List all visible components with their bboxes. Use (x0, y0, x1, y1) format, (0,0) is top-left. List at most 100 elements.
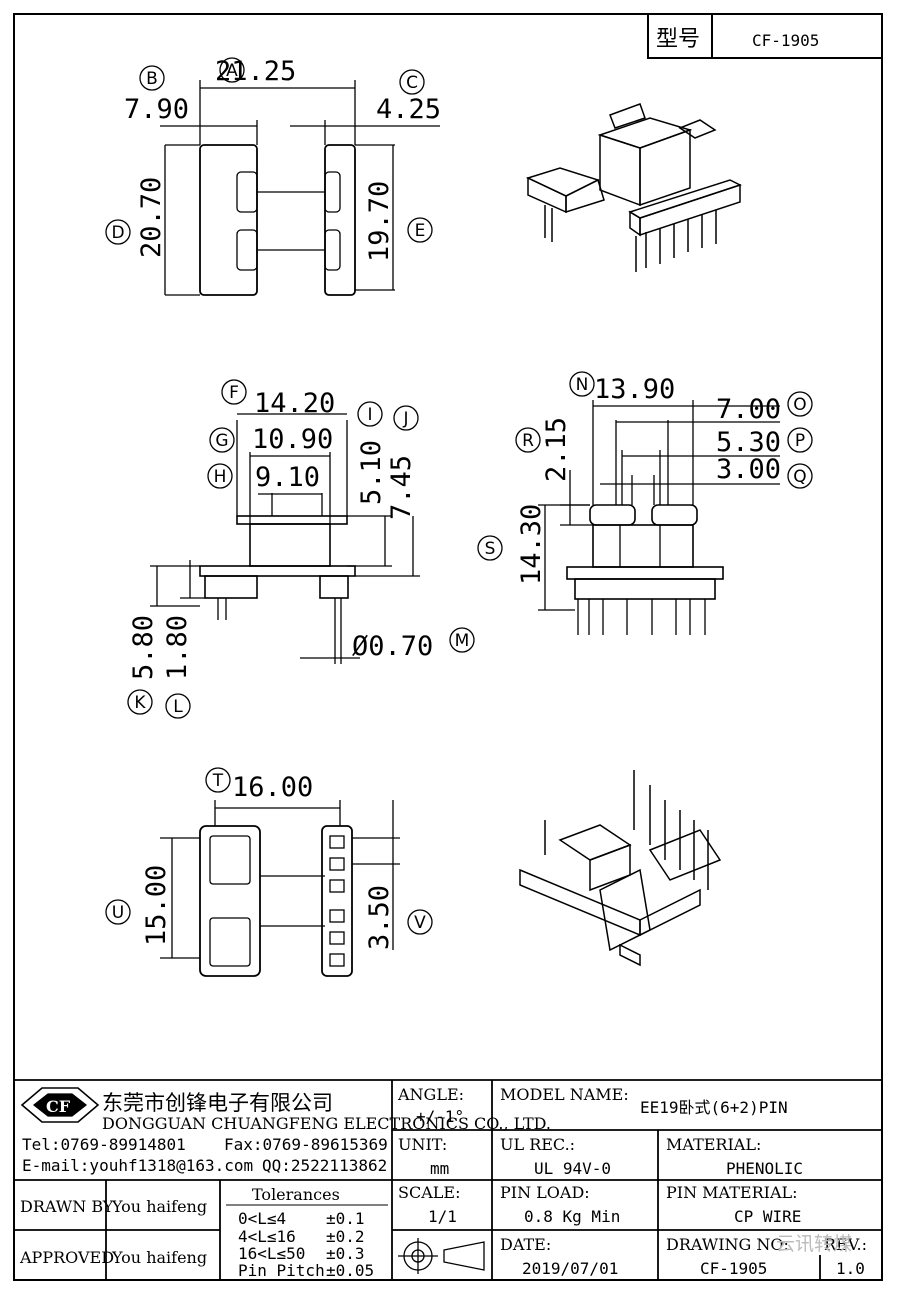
dim-O: 7.00 (716, 394, 781, 425)
pin-load-label: PIN LOAD: (500, 1183, 590, 1202)
marker-circle-u (105, 899, 131, 925)
unit-value: mm (430, 1159, 449, 1178)
dim-D: 20.70 (136, 177, 167, 258)
company-fax: Fax:0769-89615369 (224, 1135, 388, 1154)
company-logo (20, 1087, 100, 1123)
marker-letter-p: P (795, 431, 805, 451)
marker-circle-j (393, 405, 419, 431)
marker-circle-o (787, 391, 813, 417)
drawing-no-label: DRAWING NO: (666, 1235, 789, 1254)
watermark: 云讯转煤 (776, 1233, 852, 1255)
marker-letter-g: G (215, 431, 228, 451)
dim-Q: 3.00 (716, 454, 781, 485)
marker-circle-b (139, 65, 165, 91)
drawing-no-value: CF-1905 (700, 1259, 767, 1278)
marker-letter-l: L (173, 697, 183, 717)
company-email: E-mail:youhf1318@163.com (22, 1156, 253, 1175)
scale-label: SCALE: (398, 1183, 460, 1202)
marker-letter-m: M (455, 631, 470, 651)
ul-label: UL REC.: (500, 1135, 575, 1154)
side-view (150, 413, 420, 664)
tol-range-1: 0<L≤4 (238, 1209, 286, 1228)
title-block-lines (14, 1079, 882, 1280)
dim-S: 14.30 (516, 504, 547, 585)
marker-circle-e (407, 217, 433, 243)
iso-view-bottom (519, 770, 722, 967)
dim-R: 2.15 (541, 417, 572, 482)
marker-letter-v: V (414, 913, 426, 933)
header-model-label: 型号 (656, 27, 700, 52)
rev-value: 1.0 (836, 1259, 865, 1278)
marker-letter-s: S (485, 539, 496, 559)
marker-circle-t (205, 767, 231, 793)
dim-G: 10.90 (252, 424, 333, 455)
marker-letter-u: U (112, 903, 124, 923)
logo-text: CF (46, 1097, 71, 1116)
angle-label: ANGLE: (397, 1085, 464, 1104)
marker-circle-l (165, 693, 191, 719)
angle-value: +/-1° (416, 1107, 464, 1126)
dim-P: 5.30 (716, 427, 781, 458)
model-name-value: EE19卧式(6+2)PIN (640, 1098, 788, 1117)
marker-letter-a: A (226, 61, 238, 81)
material-label: MATERIAL: (666, 1135, 761, 1154)
drawing-frame (13, 13, 883, 1281)
date-label: DATE: (500, 1235, 551, 1254)
tol-value-3: ±0.3 (326, 1244, 365, 1263)
approved-label: APPROVED (19, 1248, 114, 1267)
approved-value: You haifeng (111, 1248, 207, 1267)
marker-letter-f: F (229, 383, 239, 403)
marker-circle-i (357, 401, 383, 427)
marker-circle-m (449, 627, 475, 653)
rev-label: REV.: (824, 1235, 867, 1254)
drawn-by-value: You haifeng (111, 1197, 207, 1216)
marker-circle-v (407, 909, 433, 935)
marker-circle-f (221, 379, 247, 405)
marker-circle-h (207, 463, 233, 489)
header-box (647, 13, 883, 59)
marker-letter-t: T (212, 771, 224, 791)
tol-range-3: 16<L≤50 (238, 1244, 305, 1263)
tol-value-4: ±0.05 (326, 1261, 374, 1280)
ul-value: UL 94V-0 (534, 1159, 611, 1178)
tol-value-2: ±0.2 (326, 1227, 365, 1246)
dim-B: 7.90 (124, 94, 189, 125)
material-value: PHENOLIC (726, 1159, 803, 1178)
projection-symbol-icon (398, 1238, 485, 1274)
tolerances-title: Tolerances (252, 1185, 340, 1204)
front-view (538, 400, 780, 635)
marker-circle-r (515, 427, 541, 453)
date-value: 2019/07/01 (522, 1259, 618, 1278)
bottom-view (160, 800, 400, 977)
dim-C: 4.25 (376, 94, 441, 125)
pin-load-value: 0.8 Kg Min (524, 1207, 620, 1226)
pin-material-label: PIN MATERIAL: (666, 1183, 798, 1202)
marker-letter-i: I (367, 405, 372, 425)
marker-letter-e: E (415, 221, 426, 241)
pin-material-value: CP WIRE (734, 1207, 801, 1226)
dim-M: Ø0.70 (352, 631, 433, 662)
marker-circle-k (127, 689, 153, 715)
marker-circle-q (787, 463, 813, 489)
marker-letter-j: J (402, 409, 408, 429)
header-model-value: CF-1905 (752, 31, 819, 50)
marker-letter-q: Q (793, 467, 806, 487)
marker-circle-a (219, 57, 245, 83)
dim-K: 5.80 (128, 615, 159, 680)
marker-letter-c: C (406, 73, 418, 93)
dim-L: 1.80 (162, 615, 193, 680)
company-qq: QQ:2522113862 (262, 1156, 387, 1175)
marker-letter-b: B (146, 69, 158, 89)
marker-circle-p (787, 427, 813, 453)
marker-circle-c (399, 69, 425, 95)
dim-N: 13.90 (594, 374, 675, 405)
company-name-en: DONGGUAN CHUANGFENG ELECTRONICS CO., LTD… (102, 1114, 551, 1133)
marker-letter-r: R (522, 431, 534, 451)
marker-letter-h: H (214, 467, 227, 487)
drawn-by-label: DRAWN BY (20, 1197, 114, 1216)
tol-range-2: 4<L≤16 (238, 1227, 296, 1246)
marker-letter-d: D (111, 223, 124, 243)
